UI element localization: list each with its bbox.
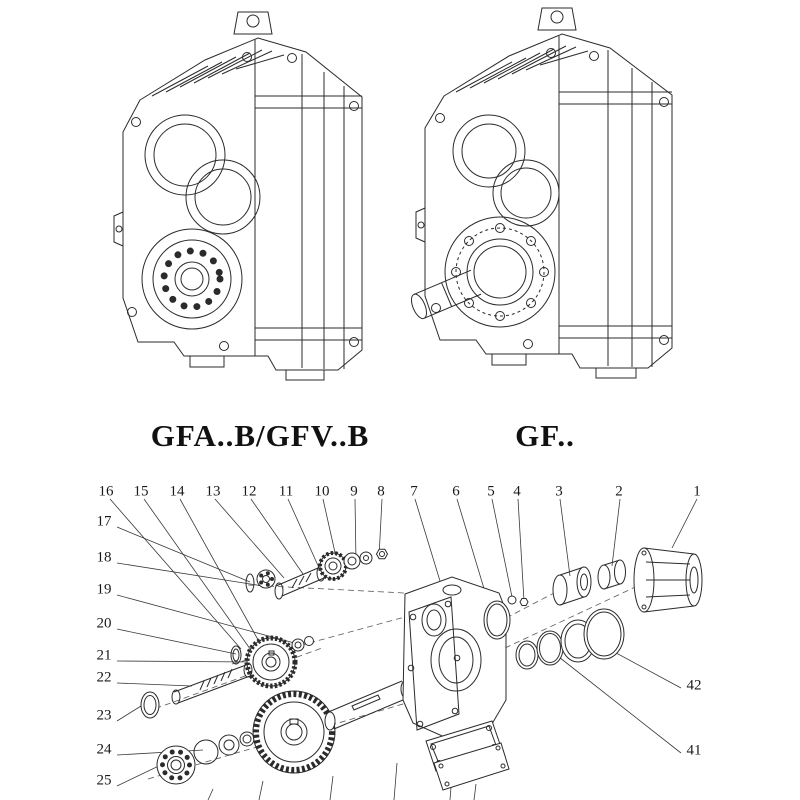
output-bearing	[141, 228, 243, 330]
bottom-cover	[425, 720, 510, 791]
part-number-9: 9	[350, 483, 358, 500]
washer	[359, 551, 373, 565]
intermediate-bore	[185, 159, 261, 235]
housing-bore	[430, 628, 482, 692]
part-number-41: 41	[686, 742, 702, 759]
intermediate-assembly	[140, 635, 314, 719]
part-number-5: 5	[487, 483, 495, 500]
foot	[491, 353, 527, 366]
foot	[595, 367, 637, 379]
lifting-lug	[233, 11, 273, 35]
key	[351, 694, 381, 711]
circlip	[230, 645, 242, 665]
part-number-23: 23	[96, 707, 112, 724]
output-shaft	[410, 269, 482, 320]
part-number-24: 24	[96, 741, 112, 758]
output-assembly	[156, 679, 412, 785]
cooling-fins	[151, 49, 285, 97]
part-number-42: 42	[686, 677, 702, 694]
input-bore	[452, 114, 526, 188]
coupling-sleeve	[597, 559, 626, 590]
caption-left: GFA..B/GFV..B	[150, 418, 370, 453]
gearbox-drawing-right	[410, 7, 673, 379]
washer	[507, 595, 517, 605]
coupling-half	[552, 566, 592, 606]
circlip	[193, 739, 219, 765]
part-number-4: 4	[513, 483, 521, 500]
output-flange	[444, 216, 556, 328]
circlip	[245, 573, 255, 593]
top-boss	[442, 584, 462, 596]
seal-rings	[515, 608, 625, 670]
part-number-8: 8	[377, 483, 385, 500]
washer	[218, 734, 240, 756]
keyway	[289, 718, 299, 725]
bolt	[375, 548, 389, 560]
part-number-18: 18	[96, 549, 112, 566]
leader-lines	[109, 498, 698, 800]
part-number-25: 25	[96, 772, 112, 789]
ring	[239, 731, 255, 747]
motor-adapter	[633, 547, 703, 613]
washer	[343, 552, 361, 570]
housing	[402, 576, 507, 740]
part-number-7: 7	[410, 483, 418, 500]
lifting-lug	[537, 7, 577, 31]
keyway	[268, 650, 275, 656]
foot	[189, 355, 225, 368]
gearbox-drawing-left	[113, 11, 363, 381]
part-number-19: 19	[96, 581, 112, 598]
output-shaft	[324, 679, 412, 731]
caption-right: GF..	[515, 418, 575, 453]
part-number-3: 3	[555, 483, 563, 500]
part-number-1: 1	[693, 483, 701, 500]
part-number-6: 6	[452, 483, 460, 500]
input-adapter-assembly	[483, 547, 703, 640]
intermediate-bore	[492, 159, 560, 227]
housing-outline	[122, 37, 363, 371]
cooling-fins	[455, 45, 589, 93]
part-number-13: 13	[205, 483, 221, 500]
washer	[291, 638, 305, 652]
pinion-shaft	[171, 662, 253, 705]
side-tab	[415, 207, 426, 243]
part-number-10: 10	[314, 483, 330, 500]
bolt	[519, 598, 529, 606]
gasket	[433, 742, 510, 791]
exploded-view	[109, 498, 703, 800]
part-number-14: 14	[169, 483, 185, 500]
housing-outline	[424, 33, 673, 369]
part-number-17: 17	[96, 513, 112, 530]
part-number-15: 15	[133, 483, 149, 500]
part-number-11: 11	[278, 483, 294, 500]
input-bore	[144, 114, 226, 196]
foot	[285, 369, 325, 381]
side-tab	[113, 211, 124, 247]
part-number-22: 22	[96, 669, 112, 686]
gasket	[483, 600, 511, 640]
part-number-2: 2	[615, 483, 623, 500]
part-number-20: 20	[96, 615, 112, 632]
part-number-16: 16	[98, 483, 114, 500]
part-number-12: 12	[241, 483, 257, 500]
part-number-21: 21	[96, 647, 112, 664]
ring	[304, 636, 314, 646]
input-shaft-assembly	[245, 548, 389, 600]
